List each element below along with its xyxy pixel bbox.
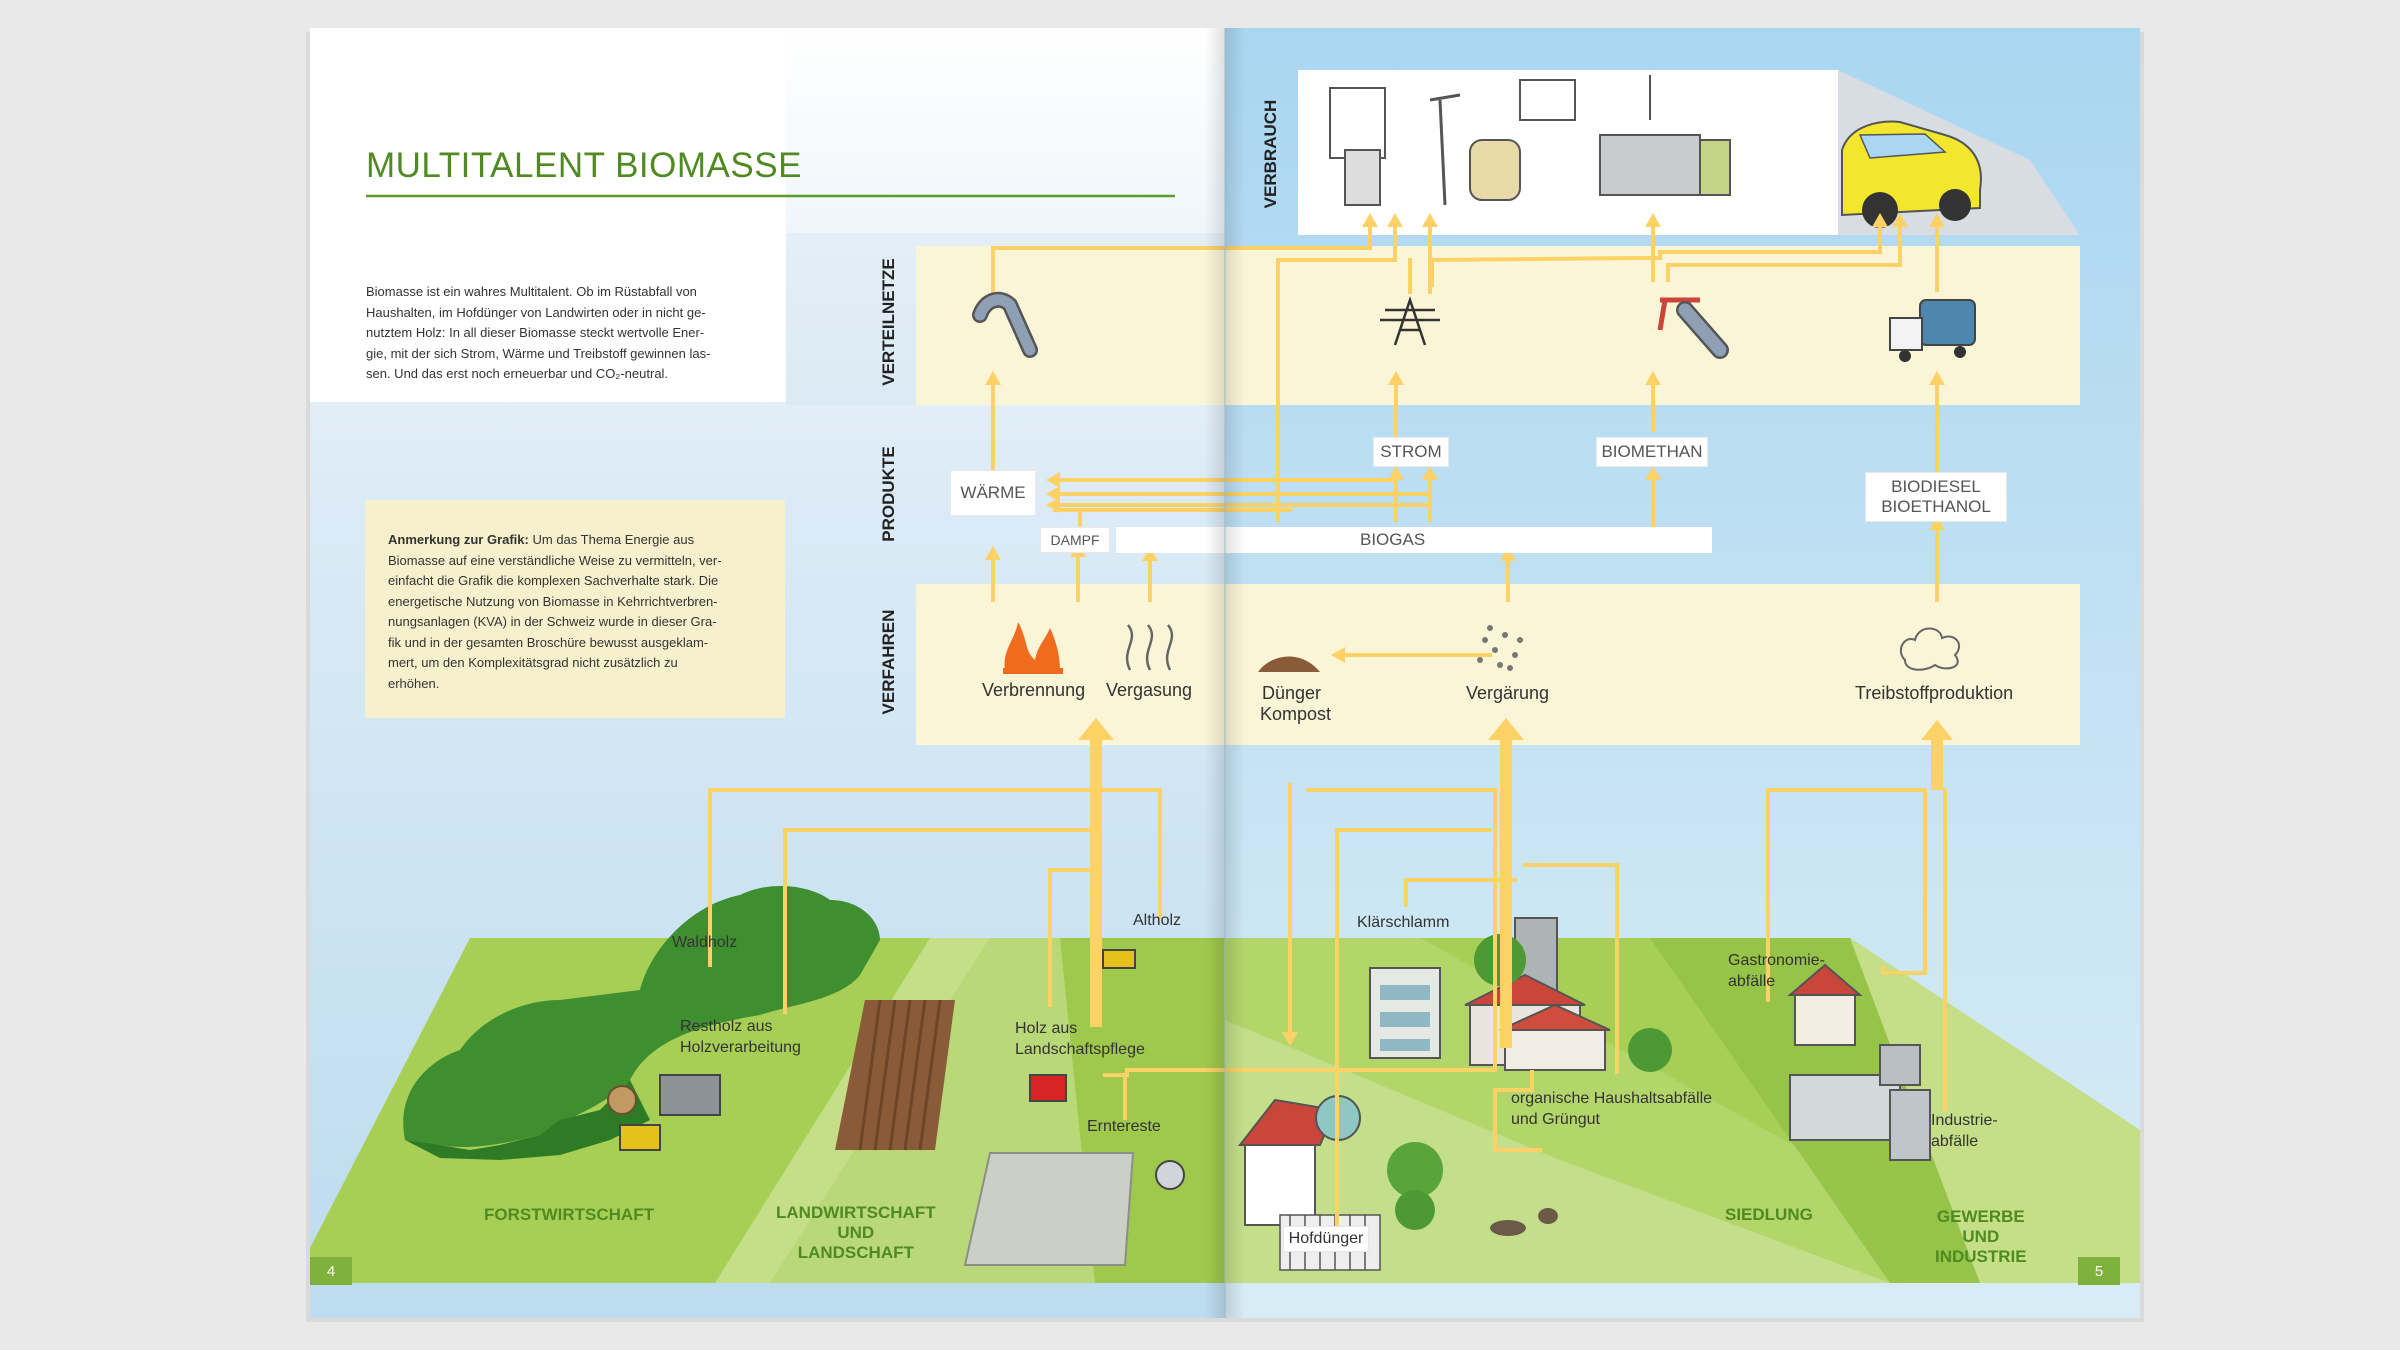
process-kompost: Kompost	[1260, 704, 1332, 724]
page-number-left: 4	[310, 1257, 352, 1285]
intro-line: gie, mit der sich Strom, Wärme und Treib…	[366, 345, 711, 361]
product-dampf: DAMPF	[1040, 527, 1110, 553]
source-waldholz: Waldholz	[672, 934, 738, 951]
source-organisch-line: und Grüngut	[1511, 1111, 1600, 1128]
note-line: Biomasse auf eine verständliche Weise zu…	[388, 552, 722, 568]
source-restholz-line: Holzverarbeitung	[680, 1039, 801, 1056]
note-line: Um das Thema Energie aus	[532, 532, 695, 547]
product-biodiesel-bioethanol: BIODIESEL BIOETHANOL	[1865, 472, 2007, 522]
gas-icon	[1125, 624, 1174, 671]
intro-line: Biomasse ist ein wahres Multitalent. Ob …	[366, 284, 697, 299]
page-title: MULTITALENT BIOMASSE	[366, 146, 802, 185]
zone-forstwirtschaft: FORSTWIRTSCHAFT	[484, 1205, 654, 1224]
forest	[403, 885, 880, 1147]
flame-icon	[1003, 622, 1063, 674]
source-industrie-line: Industrie-	[1931, 1112, 1998, 1129]
fermentation-icon	[1477, 625, 1523, 671]
source-organische-abfaelle: organische Haushaltsabfälle und Grüngut	[1511, 1088, 1712, 1130]
source-holz-line: Holz aus	[1015, 1020, 1078, 1037]
zone-gewerbe-line: GEWERBE	[1936, 1207, 2025, 1226]
product-biogas: BIOGAS	[1360, 530, 1426, 549]
compost-icon	[1258, 656, 1320, 672]
intro-paragraph: Biomasse ist ein wahres Multitalent. Ob …	[366, 282, 762, 385]
source-gastro-line: abfälle	[1728, 973, 1776, 990]
zone-land-line: LANDWIRTSCHAFT	[776, 1203, 936, 1222]
note-line: mert, um den Komplexitätsgrad nicht zusä…	[388, 655, 678, 670]
zone-land-line: LANDSCHAFT	[797, 1243, 914, 1262]
zone-gewerbe-line: UND	[1962, 1227, 2000, 1246]
process-verbrennung: Verbrennung	[982, 680, 1086, 700]
farm-house	[1244, 1144, 1316, 1226]
source-altholz: Altholz	[1133, 912, 1182, 929]
row-label-verfahren: VERFAHREN	[879, 609, 898, 715]
zone-siedlung: SIEDLUNG	[1725, 1205, 1813, 1224]
source-erntereste: Erntereste	[1087, 1118, 1161, 1135]
gas-pipe-icon	[1657, 297, 1729, 359]
note-label: Anmerkung zur Grafik:	[388, 532, 529, 547]
verbrauch-panel	[1298, 70, 1838, 235]
power-pylon-icon	[1380, 296, 1440, 346]
note-line: nungsanlagen (KVA) in der Schweiz wurde …	[388, 614, 717, 629]
source-gastronomieabfaelle: Gastronomie- abfälle	[1728, 950, 1825, 992]
process-vergasung: Vergasung	[1106, 680, 1193, 700]
intro-line: nutztem Holz: In all dieser Biomasse ste…	[366, 325, 705, 340]
note-line: einfacht die Grafik die komplexen Sachve…	[388, 573, 719, 588]
source-industrieabfaelle: Industrie- abfälle	[1931, 1110, 1998, 1152]
note-line: fik und in der gesamten Broschüre bewuss…	[388, 634, 709, 650]
product-biomethan: BIOMETHAN	[1596, 437, 1708, 467]
source-hofduenger: Hofdünger	[1283, 1226, 1369, 1252]
zone-land-line: UND	[837, 1223, 875, 1242]
zone-gewerbe-line: INDUSTRIE	[1935, 1247, 2027, 1266]
page-number-right: 5	[2078, 1257, 2120, 1285]
process-vergaerung: Vergärung	[1466, 683, 1550, 703]
source-industrie-line: abfälle	[1931, 1133, 1979, 1150]
pipe-icon	[972, 291, 1038, 358]
note-line: erhöhen.	[388, 675, 440, 691]
intro-line: Haushalten, im Hofdünger von Landwirten …	[366, 304, 706, 320]
note-line: energetische Nutzung von Biomasse in Keh…	[388, 593, 718, 609]
zone-gewerbe-industrie: GEWERBE UND INDUSTRIE	[1935, 1207, 2027, 1267]
source-holz-line: Landschaftspflege	[1015, 1041, 1145, 1058]
source-organisch-line: organische Haushaltsabfälle	[1511, 1090, 1713, 1107]
product-biodiesel: BIODIESEL	[1891, 477, 1981, 496]
note-paragraph: Anmerkung zur Grafik: Um das Thema Energ…	[388, 530, 760, 694]
process-duenger: Dünger	[1262, 683, 1322, 703]
intro-line: sen. Und das erst noch erneuerbar und CO…	[366, 366, 669, 381]
source-gastro-line: Gastronomie-	[1728, 952, 1825, 969]
process-treibstoffproduktion: Treibstoffproduktion	[1855, 683, 2014, 703]
stubble-field	[963, 1152, 1135, 1266]
fuel-production-icon	[1899, 627, 1961, 671]
restaurant-building	[1794, 994, 1856, 1046]
source-klaerschlamm: Klärschlamm	[1357, 914, 1450, 931]
product-strom: STROM	[1373, 437, 1449, 467]
source-restholz: Restholz aus Holzverarbeitung	[680, 1016, 801, 1058]
product-waerme: WÄRME	[950, 470, 1036, 516]
zone-landwirtschaft: LANDWIRTSCHAFT UND LANDSCHAFT	[776, 1203, 936, 1263]
row-label-verteilnetze: VERTEILNETZE	[879, 258, 898, 386]
source-restholz-line: Restholz aus	[680, 1018, 773, 1035]
product-bioethanol: BIOETHANOL	[1881, 497, 1991, 516]
note-box	[365, 500, 785, 718]
tanker-truck-icon	[1889, 299, 1976, 362]
row-label-verbrauch: VERBRAUCH	[1261, 99, 1280, 209]
source-holz-landschaftspflege: Holz aus Landschaftspflege	[1015, 1018, 1145, 1060]
